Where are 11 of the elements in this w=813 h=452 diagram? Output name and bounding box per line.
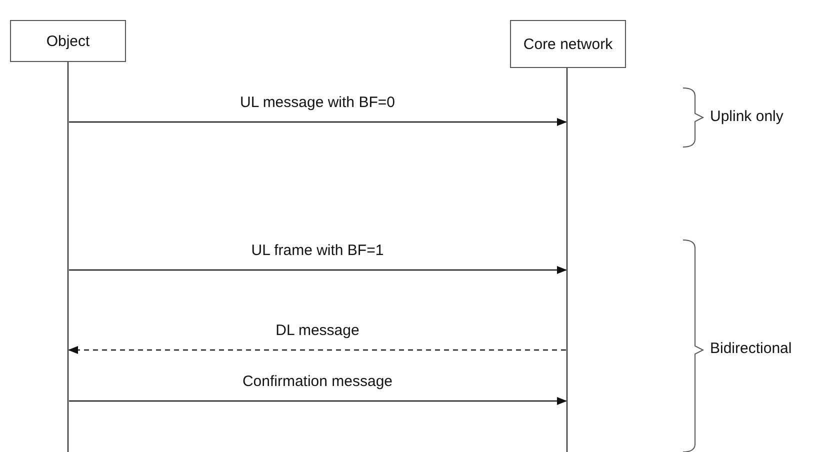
message-arrow	[68, 346, 566, 354]
participant-box: Core network	[510, 20, 626, 68]
message-arrow	[69, 266, 567, 274]
phase-label: Uplink only	[710, 108, 784, 124]
message-arrow	[69, 118, 567, 126]
edge-label: Confirmation message	[242, 373, 393, 390]
message-arrow	[69, 397, 567, 405]
participant-box: Object	[10, 20, 126, 62]
edge-label: UL message with BF=0	[240, 94, 395, 111]
phase-label: Bidirectional	[710, 340, 792, 357]
edge-label: DL message	[276, 322, 360, 339]
